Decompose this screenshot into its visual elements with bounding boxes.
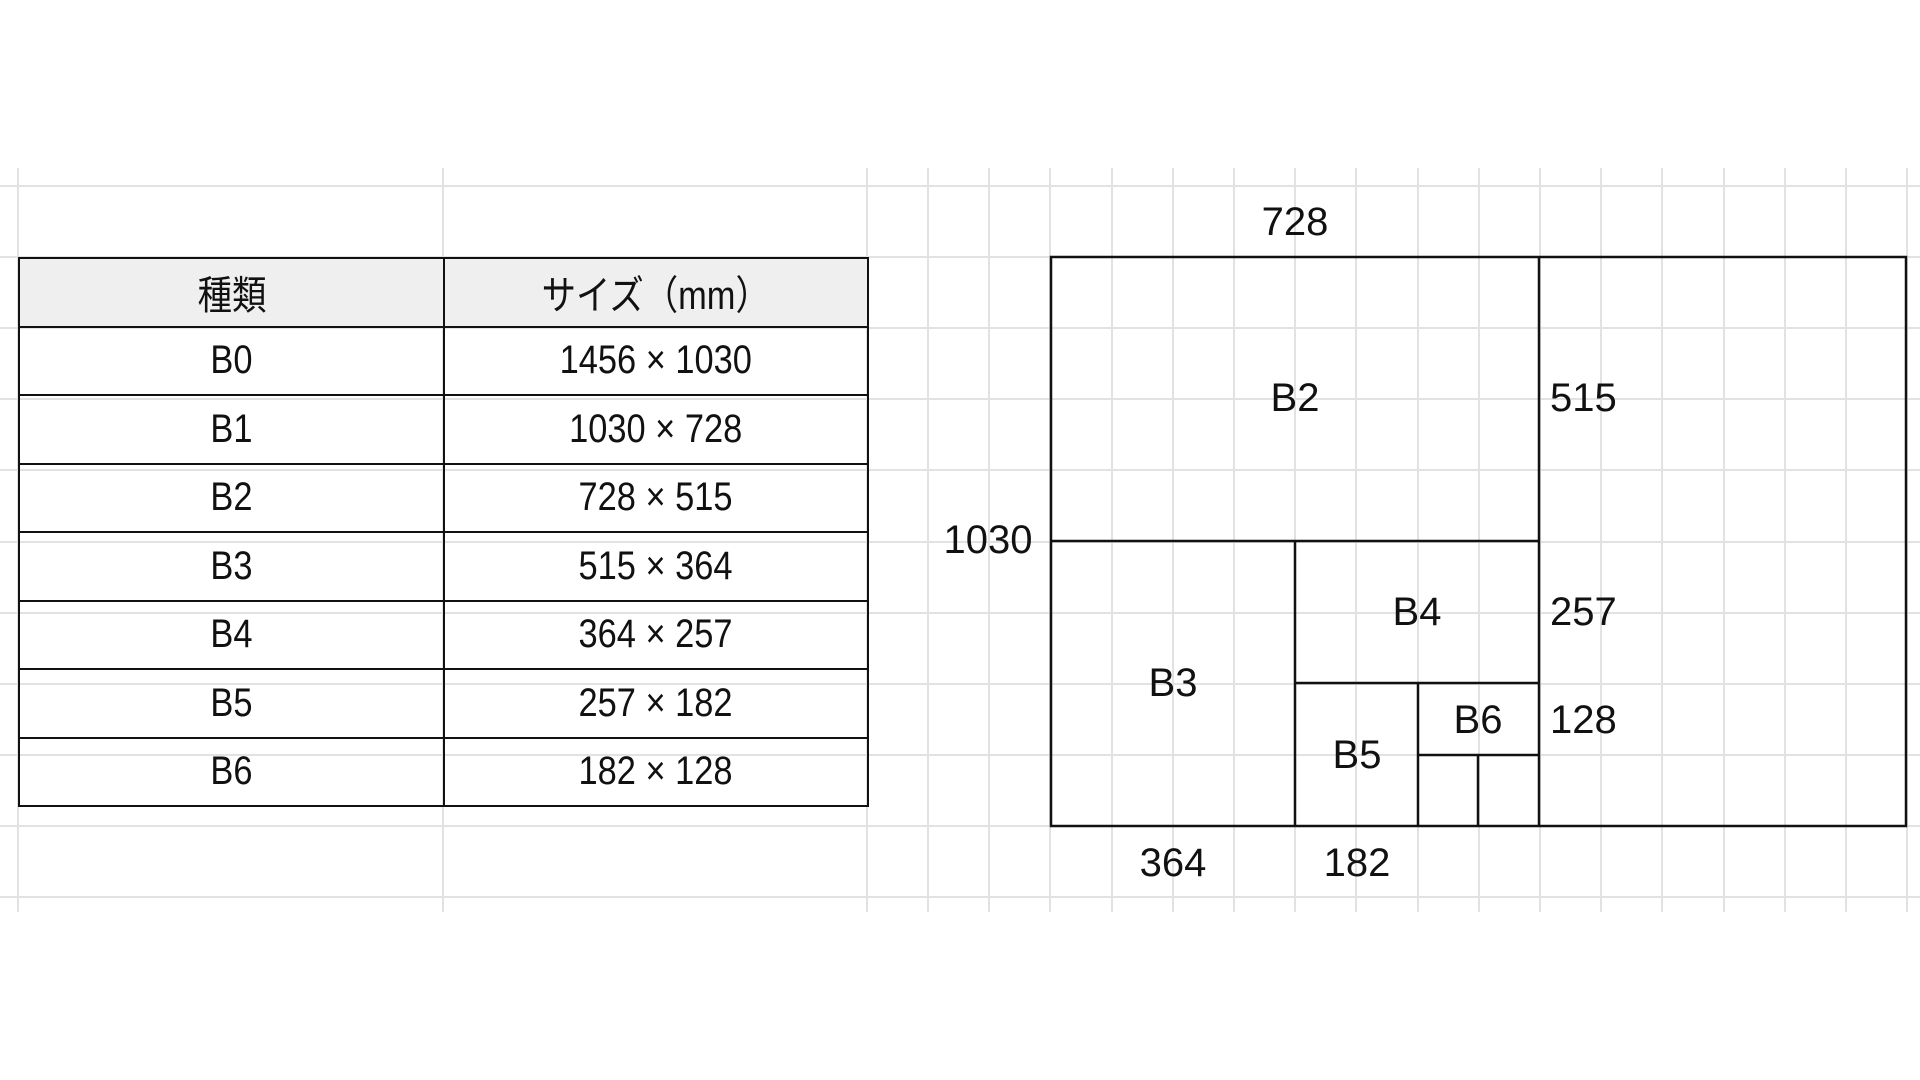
dim-right-257: 257 xyxy=(1550,590,1617,634)
cell-type: B5 xyxy=(18,668,445,739)
label-b6: B6 xyxy=(1454,698,1503,742)
dim-bottom-182: 182 xyxy=(1324,841,1391,885)
cell-type-text: B3 xyxy=(210,543,253,588)
cell-type-text: B0 xyxy=(210,338,253,383)
label-b5: B5 xyxy=(1333,733,1382,777)
cell-type-text: B6 xyxy=(210,749,253,794)
cell-size: 728 × 515 xyxy=(443,462,869,533)
cell-size-text: 1030 × 728 xyxy=(569,406,743,451)
cell-size-text: 1456 × 1030 xyxy=(559,338,753,383)
cell-type: B2 xyxy=(18,462,445,533)
table-row: B5 257 × 182 xyxy=(18,668,869,739)
header-type-label: 種類 xyxy=(197,274,266,319)
dim-bottom-364: 364 xyxy=(1140,841,1207,885)
label-b4: B4 xyxy=(1393,590,1442,634)
cell-type: B3 xyxy=(18,531,445,602)
cell-type-text: B4 xyxy=(210,612,253,657)
cell-type-text: B2 xyxy=(210,475,253,520)
header-size: サイズ（mm） xyxy=(443,257,869,328)
table-row: B0 1456 × 1030 xyxy=(18,325,869,396)
cell-size: 182 × 128 xyxy=(443,736,869,807)
cell-size: 1030 × 728 xyxy=(443,394,869,465)
cell-size-text: 515 × 364 xyxy=(579,543,733,588)
table-row: B4 364 × 257 xyxy=(18,599,869,670)
table-row: B2 728 × 515 xyxy=(18,462,869,533)
cell-size: 257 × 182 xyxy=(443,668,869,739)
table-row: B1 1030 × 728 xyxy=(18,394,869,465)
cell-type: B6 xyxy=(18,736,445,807)
cell-size-text: 257 × 182 xyxy=(579,680,733,725)
dim-left: 1030 xyxy=(944,518,1033,562)
cell-size: 1456 × 1030 xyxy=(443,325,869,396)
dim-right-515: 515 xyxy=(1550,376,1617,420)
cell-type-text: B5 xyxy=(210,680,253,725)
cell-size-text: 364 × 257 xyxy=(579,612,733,657)
cell-type-text: B1 xyxy=(210,406,253,451)
table-row: B3 515 × 364 xyxy=(18,531,869,602)
cell-size: 364 × 257 xyxy=(443,599,869,670)
header-size-label: サイズ（mm） xyxy=(541,274,771,319)
cell-size-text: 182 × 128 xyxy=(579,749,733,794)
cell-type: B0 xyxy=(18,325,445,396)
label-b3: B3 xyxy=(1149,661,1198,705)
cell-type: B1 xyxy=(18,394,445,465)
dim-top: 728 xyxy=(1262,200,1329,244)
cell-size: 515 × 364 xyxy=(443,531,869,602)
cell-size-text: 728 × 515 xyxy=(579,475,733,520)
table-row: B6 182 × 128 xyxy=(18,736,869,807)
cell-type: B4 xyxy=(18,599,445,670)
label-b2: B2 xyxy=(1271,376,1320,420)
table-header-row: 種類 サイズ（mm） xyxy=(18,257,869,328)
header-type: 種類 xyxy=(18,257,445,328)
dim-right-128: 128 xyxy=(1550,698,1617,742)
